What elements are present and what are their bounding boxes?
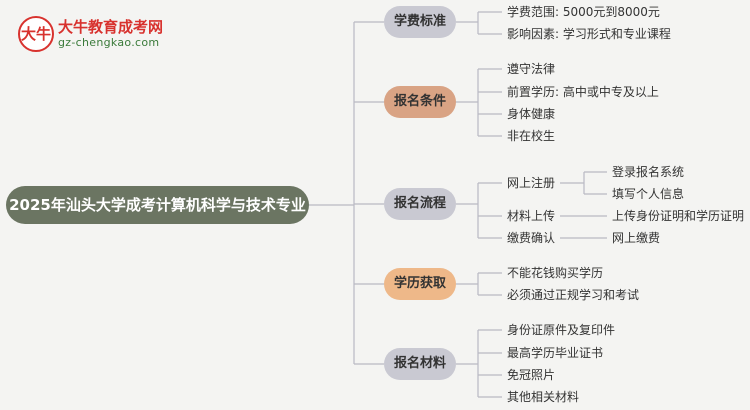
- leaf-process-register: 网上注册: [507, 176, 556, 190]
- branch-tuition: 学费标准: [384, 6, 456, 38]
- leaf-mat-photo: 免冠照片: [507, 368, 556, 382]
- logo-title: 大牛教育成考网: [58, 18, 164, 36]
- site-logo[interactable]: 大牛 大牛教育成考网 gz-chengkao.com: [18, 14, 168, 58]
- leaf-tuition-range: 学费范围: 5000元到8000元: [507, 5, 660, 19]
- branch-requirements: 报名条件: [384, 86, 456, 118]
- leaf-mat-other: 其他相关材料: [507, 390, 580, 404]
- leaf-req-law: 遵守法律: [507, 62, 556, 76]
- leaf-process-online-pay: 网上缴费: [612, 231, 661, 245]
- logo-badge-icon: 大牛: [18, 16, 54, 52]
- root-node: 2025年汕头大学成考计算机科学与技术专业: [6, 186, 309, 224]
- logo-url: gz-chengkao.com: [58, 36, 160, 49]
- leaf-process-fill-info: 填写个人信息: [612, 187, 685, 201]
- leaf-req-health: 身体健康: [507, 107, 556, 121]
- leaf-tuition-factors: 影响因素: 学习形式和专业课程: [507, 27, 671, 41]
- leaf-process-upload: 材料上传: [507, 209, 556, 223]
- branch-process: 报名流程: [384, 188, 456, 220]
- leaf-degree-study-exam: 必须通过正规学习和考试: [507, 288, 640, 302]
- leaf-req-education: 前置学历: 高中或中专及以上: [507, 85, 659, 99]
- leaf-process-upload-docs: 上传身份证明和学历证明: [612, 209, 745, 223]
- branch-materials: 报名材料: [384, 348, 456, 380]
- leaf-mat-diploma: 最高学历毕业证书: [507, 346, 604, 360]
- leaf-degree-no-buy: 不能花钱购买学历: [507, 266, 604, 280]
- leaf-mat-id: 身份证原件及复印件: [507, 323, 616, 337]
- leaf-process-login: 登录报名系统: [612, 165, 685, 179]
- leaf-req-not-student: 非在校生: [507, 129, 556, 143]
- branch-degree: 学历获取: [384, 268, 456, 300]
- leaf-process-payment: 缴费确认: [507, 231, 556, 245]
